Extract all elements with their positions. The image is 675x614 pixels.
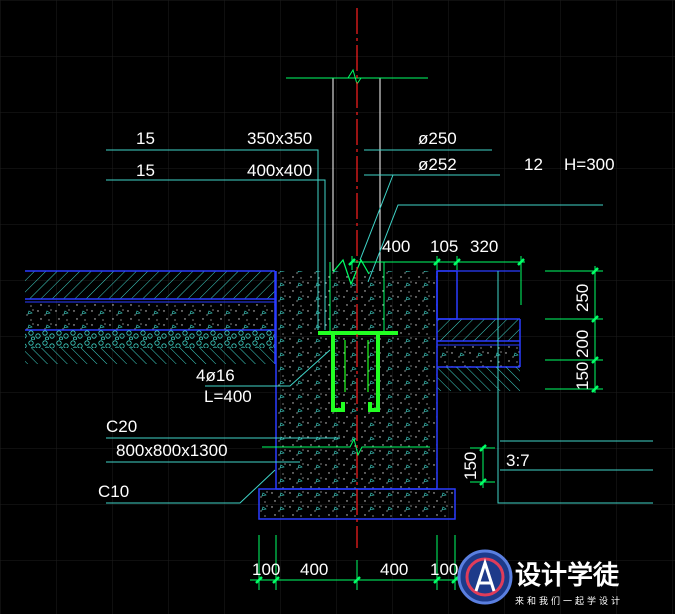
label-350x350: 350x350 [247,129,312,148]
label-dim-150-bottom: 150 [461,452,480,480]
label-dim-100-right: 100 [430,560,458,579]
label-dim-250: 250 [573,284,592,312]
label-c10: C10 [98,482,129,501]
watermark-logo: 设计学徒 来和我们一起学设计 [457,549,623,607]
label-dim-400-right: 400 [380,560,408,579]
label-400x400: 400x400 [247,161,312,180]
label-length: L=400 [204,387,252,406]
label-dim-105: 105 [430,237,458,256]
label-phi252: ø252 [418,155,457,174]
label-dim-200: 200 [573,330,592,358]
label-15-upper: 15 [136,129,155,148]
label-phi250: ø250 [418,129,457,148]
label-12: 12 [524,155,543,174]
dimension-ticks [255,258,599,584]
label-dim-100-left: 100 [252,560,280,579]
anchor-steel [318,331,398,412]
label-h300: H=300 [564,155,615,174]
label-15-lower: 15 [136,161,155,180]
leader-lines [106,149,653,504]
logo-subtitle: 来和我们一起学设计 [515,595,623,607]
label-foundation-size: 800x800x1300 [116,441,228,460]
label-dim-320: 320 [470,237,498,256]
label-ratio: 3:7 [506,451,530,470]
label-dim-400-top: 400 [382,237,410,256]
right-pavement [436,270,521,391]
left-pavement [25,270,276,364]
label-c20: C20 [106,417,137,436]
label-rebar: 4ø16 [196,366,235,385]
label-dim-150-right: 150 [573,362,592,390]
break-line [262,437,430,457]
logo-title: 设计学徒 [515,560,620,591]
label-dim-400-left: 400 [300,560,328,579]
